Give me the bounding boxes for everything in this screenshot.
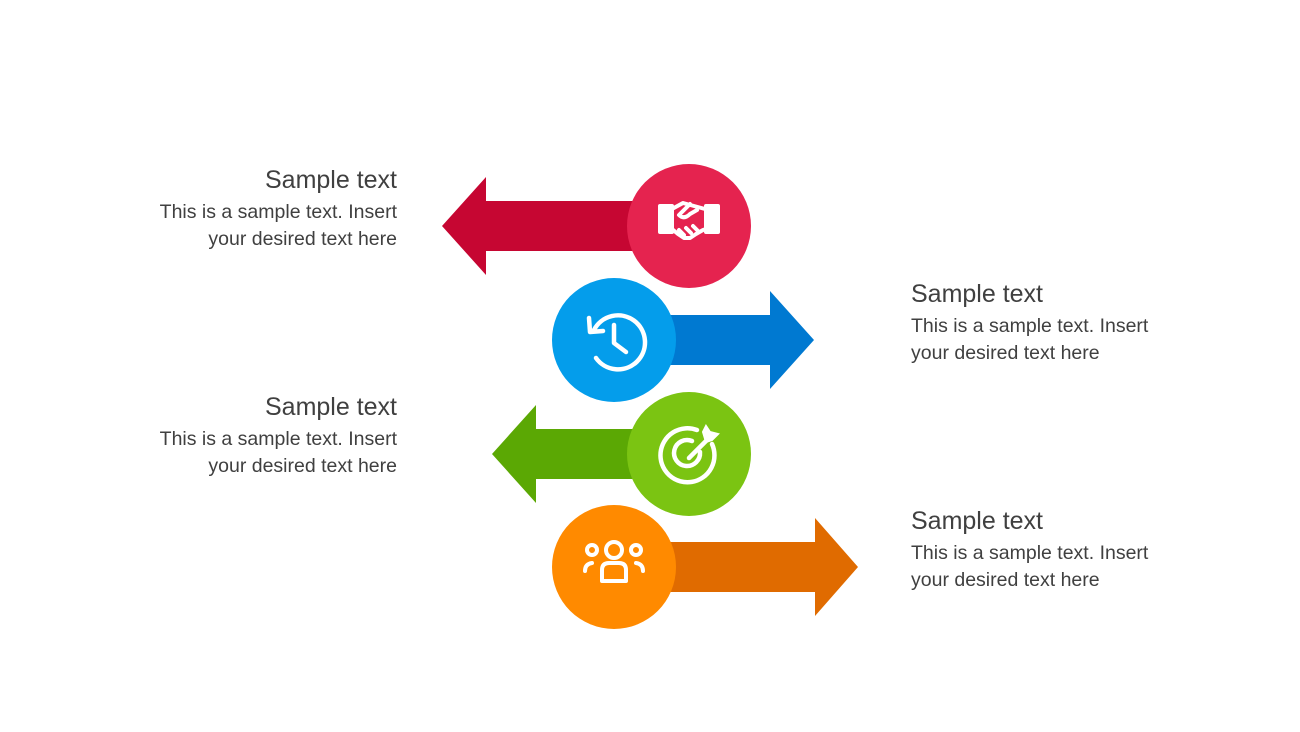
step-3-desc-line-1: This is a sample text. Insert bbox=[159, 428, 397, 450]
step-3-text: Sample text This is a sample text. Inser… bbox=[97, 392, 397, 480]
step-2-text: Sample text This is a sample text. Inser… bbox=[911, 279, 1211, 367]
step-3-desc-line-2: your desired text here bbox=[208, 455, 397, 477]
step-4-desc-line-2: your desired text here bbox=[911, 569, 1100, 591]
step-1-desc-line-1: This is a sample text. Insert bbox=[159, 201, 397, 223]
right-arrow-orange bbox=[660, 518, 858, 616]
step-4-graphic bbox=[552, 505, 858, 629]
step-1-description: This is a sample text. Insert your desir… bbox=[97, 199, 397, 253]
step-4-desc-line-1: This is a sample text. Insert bbox=[911, 542, 1149, 564]
step-4-description: This is a sample text. Insert your desir… bbox=[911, 540, 1211, 594]
right-arrow-blue bbox=[660, 291, 814, 389]
team-people-icon bbox=[583, 540, 645, 583]
step-2-desc-line-2: your desired text here bbox=[911, 342, 1100, 364]
step-2-title: Sample text bbox=[911, 280, 1044, 308]
left-arrow-red bbox=[442, 177, 640, 275]
step-1-graphic bbox=[442, 164, 751, 288]
step-3-circle bbox=[627, 392, 751, 516]
step-2-desc-line-1: This is a sample text. Insert bbox=[911, 315, 1149, 337]
left-arrow-green bbox=[492, 405, 640, 503]
step-1-text: Sample text This is a sample text. Inser… bbox=[97, 165, 397, 253]
handshake-icon bbox=[658, 201, 720, 240]
step-4-circle bbox=[552, 505, 676, 629]
step-2-description: This is a sample text. Insert your desir… bbox=[911, 313, 1211, 367]
step-3-graphic bbox=[492, 392, 751, 516]
history-clock-icon bbox=[586, 313, 648, 372]
step-3-title: Sample text bbox=[264, 393, 397, 421]
step-4-text: Sample text This is a sample text. Inser… bbox=[911, 506, 1211, 594]
target-arrow-icon bbox=[658, 424, 720, 485]
step-1-circle bbox=[627, 164, 751, 288]
step-2-graphic bbox=[552, 278, 814, 402]
step-3-description: This is a sample text. Insert your desir… bbox=[97, 426, 397, 480]
step-1-desc-line-2: your desired text here bbox=[208, 228, 397, 250]
step-1-title: Sample text bbox=[264, 166, 397, 194]
step-4-title: Sample text bbox=[911, 507, 1044, 535]
